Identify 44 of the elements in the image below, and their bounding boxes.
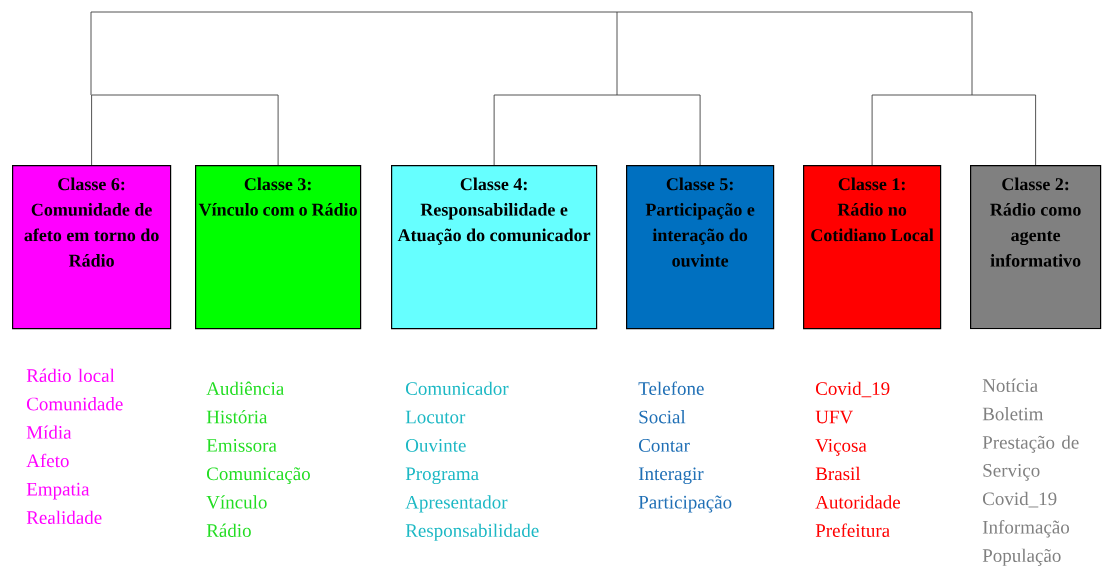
keyword-text: Contar [639,439,690,452]
keyword-text: UFV [815,410,853,424]
keyword-text: Apresentador [405,495,508,513]
keyword-text: Prefeitura [815,523,890,537]
keyword-text: Interagir [638,467,704,485]
keyword-text: Prestação de Serviço [982,435,1079,481]
keyword-text: Ouvinte [406,439,466,452]
keyword-text: Emissora [206,439,277,452]
keyword-text: Telefone [638,381,704,395]
keyword-text: Brasil [815,466,861,481]
class-box: Classe 3: Vínculo com o Rádio [195,165,362,330]
keyword-text: Participação [638,495,732,513]
class-box: Classe 2: Rádio como agente informativo [970,165,1102,330]
keyword-text: Covid_19 [983,491,1057,508]
dendrogram-branch [91,94,279,166]
keyword-text: Afeto [26,453,69,468]
class-box: Classe 4: Responsabilidade e Atuação do comunicador [391,165,598,330]
keyword-text: Comunicador [406,381,509,395]
keyword-text: Boletim [982,407,1044,421]
dendrogram-branch [493,94,701,166]
keyword-text: Informação [982,520,1070,538]
keyword-text: Rádio [206,523,251,537]
keyword-text: Viçosa [815,439,867,456]
keyword-text: Social [639,410,686,424]
keyword-text: Vínculo [206,495,267,509]
keyword-text: Empatia [26,482,90,500]
keyword-text: Comunicação [207,467,310,485]
keyword-text: Covid_19 [816,381,890,398]
keyword-text: Realidade [26,510,102,524]
keyword-text: Notícia [982,378,1038,392]
keyword-text: População [982,548,1061,566]
keyword-text: Comunidade [27,397,123,411]
keyword-text: Autoridade [815,495,901,509]
keyword-text: Mídia [26,425,72,439]
class-box: Classe 6: Comunidade de afeto em torno do Rádio [12,165,172,330]
keyword-text: Audiência [206,381,285,395]
keyword-text: Rádio local [26,368,115,382]
keyword-text: História [206,410,268,424]
keyword-text: Locutor [405,410,466,424]
class-box: Classe 5: Participação e interação do ouvinte [626,165,775,330]
dendrogram-branch [871,94,1037,166]
keyword-text: Programa [405,467,479,485]
keyword-text: Responsabilidade [405,523,539,541]
class-box: Classe 1: Rádio no Cotidiano Local [803,165,942,330]
